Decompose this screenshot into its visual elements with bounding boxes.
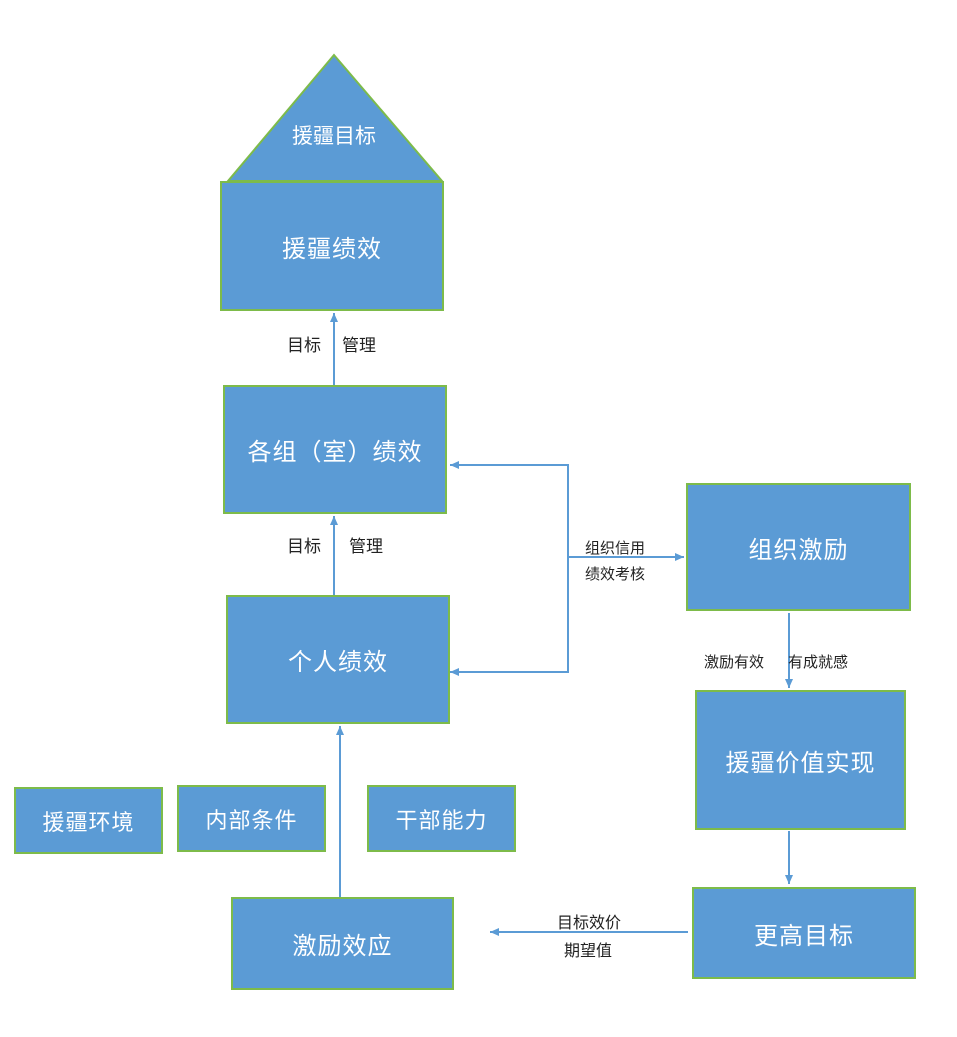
roof-triangle bbox=[225, 53, 445, 182]
value-realization-box: 援疆价值实现 bbox=[695, 690, 906, 830]
label-achievement: 有成就感 bbox=[788, 653, 849, 671]
label-goal-valence: 目标效价 bbox=[557, 913, 622, 932]
aid-performance-box: 援疆绩效 bbox=[220, 181, 444, 311]
label-incentive-valid: 激励有效 bbox=[704, 653, 765, 671]
label-top-target: 目标 bbox=[287, 336, 321, 356]
group-performance-box: 各组（室）绩效 bbox=[223, 385, 447, 514]
label-mid-target: 目标 bbox=[287, 537, 321, 557]
org-incentive-box: 组织激励 bbox=[686, 483, 911, 611]
label-top-manage: 管理 bbox=[342, 336, 376, 356]
arrow-feedback-to-group bbox=[450, 461, 569, 557]
higher-goal-box: 更高目标 bbox=[692, 887, 916, 979]
incentive-effect-box: 激励效应 bbox=[231, 897, 454, 990]
arrow-feedback-to-individual bbox=[450, 557, 569, 676]
cadre-ability-box: 干部能力 bbox=[367, 785, 516, 852]
label-expectancy: 期望值 bbox=[564, 941, 613, 960]
roof-label: 援疆目标 bbox=[292, 124, 376, 148]
individual-performance-box: 个人绩效 bbox=[226, 595, 450, 724]
label-mid-manage: 管理 bbox=[349, 537, 383, 557]
label-org-trust: 组织信用 bbox=[585, 539, 646, 557]
internal-conditions-box: 内部条件 bbox=[177, 785, 326, 852]
label-assessment: 绩效考核 bbox=[585, 565, 646, 583]
environment-box: 援疆环境 bbox=[14, 787, 163, 854]
